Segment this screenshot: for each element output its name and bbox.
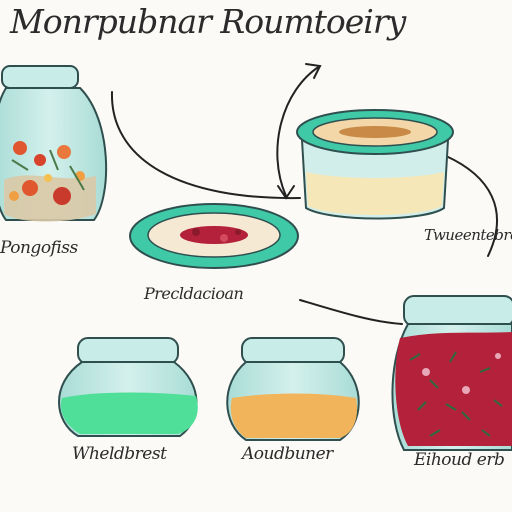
bottom-middle-jar xyxy=(226,337,360,441)
arrow-dish-to-jar xyxy=(299,299,403,325)
label-top-left-jar: Pongofiss xyxy=(0,238,78,258)
bottom-left-jar xyxy=(58,337,198,437)
top-left-jar xyxy=(0,65,108,222)
flower-contents xyxy=(9,141,85,205)
arrow-head-up xyxy=(305,63,322,79)
label-bottom-left-jar: Wheldbrest xyxy=(72,444,167,464)
diagram-title: Monrpubnar Roumtoeiry xyxy=(10,2,406,41)
arrow-jar-to-dish xyxy=(110,91,301,200)
right-container xyxy=(296,109,454,220)
arrow-head-down xyxy=(277,185,295,200)
label-center-dish: Precldacioan xyxy=(144,284,244,303)
label-bottom-middle-jar: Aoudbuner xyxy=(242,444,333,464)
red-contents-texture xyxy=(409,351,503,437)
bottom-right-jar xyxy=(391,295,512,451)
flow-arrows xyxy=(110,63,498,325)
arrow-container-to-label xyxy=(445,155,498,257)
center-dish xyxy=(129,203,299,269)
label-right-container: Twueentebreo xyxy=(424,226,512,244)
arrow-dish-to-container xyxy=(276,65,321,197)
label-bottom-right-jar: Eihoud erb xyxy=(414,450,505,470)
